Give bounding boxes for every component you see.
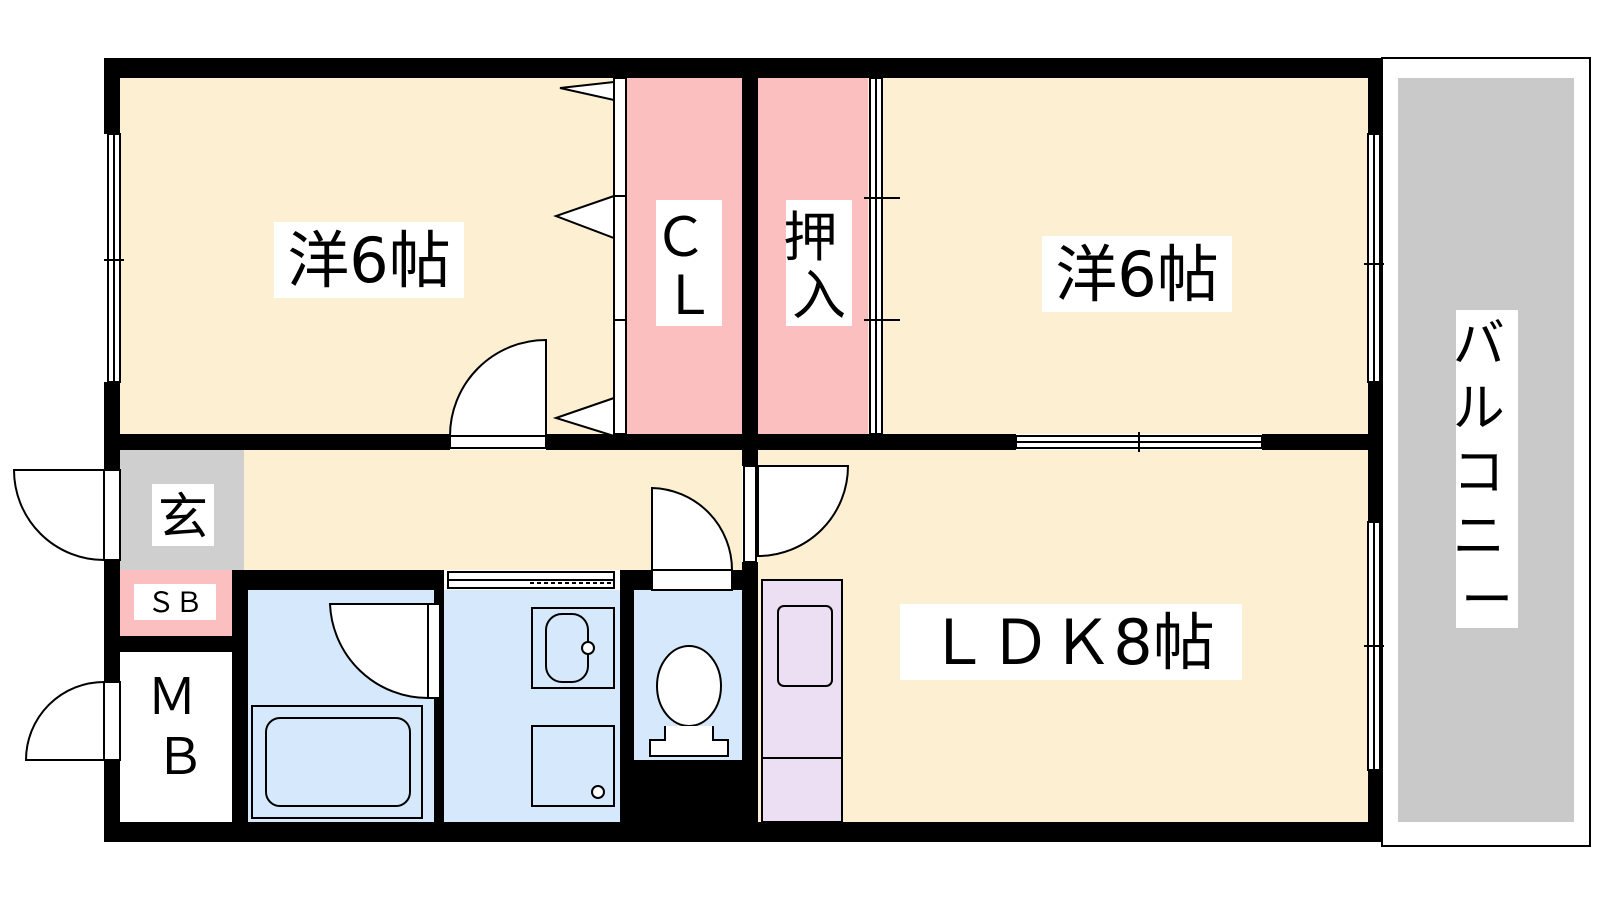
meter-box-label-box: Ｍ Ｂ [147,668,213,786]
sliding-door-oshiire [864,77,900,435]
closet-label: Ｃ Ｌ [653,206,724,327]
balcony-label-box: バ ル コ ニ ー [1453,310,1522,631]
left-room-door[interactable] [448,338,547,449]
western-room-right-label: 洋6帖 [1055,238,1218,311]
genkan-label-box: 玄 [152,484,214,546]
oshiire-label-box: 押 入 [783,200,854,327]
bathroom-door[interactable] [328,603,441,700]
ldk-label: ＬＤＫ8帖 [927,606,1214,679]
kitchen-sink-icon [762,605,842,759]
washing-machine-icon [531,725,615,807]
window-ldk [1364,521,1384,771]
window-right-room [1364,133,1384,383]
western-room-left-label-box: 洋6帖 [274,222,464,298]
walls [104,58,1382,842]
western-room-left-label: 洋6帖 [287,224,450,297]
window-left-room [104,133,124,383]
kitchen-counter [761,579,843,823]
closet-label-box: Ｃ Ｌ [653,200,724,327]
shoe-box-label: ＳＢ [147,586,203,619]
toilet-door[interactable] [651,486,734,591]
oshiire-label: 押 入 [783,206,854,327]
sliding-door-right-room-ldk [1015,432,1263,452]
ldk-label-box: ＬＤＫ8帖 [900,604,1242,680]
closet-folding-door[interactable] [552,77,627,438]
washroom-sliding-door[interactable] [447,571,615,589]
ldk-door[interactable] [743,465,850,563]
bathtub-icon [251,705,423,819]
washbasin-icon [531,607,615,689]
toilet-icon [649,645,729,757]
genkan-label: 玄 [158,488,208,546]
shoe-box-label-box: ＳＢ [134,584,216,620]
meter-box-floor [120,652,232,822]
entrance-door[interactable] [12,469,121,562]
meter-box-label: Ｍ Ｂ [147,668,213,786]
western-room-right-label-box: 洋6帖 [1042,236,1232,312]
balcony-label: バ ル コ ニ ー [1453,315,1522,631]
meter-box-door[interactable] [24,680,121,761]
